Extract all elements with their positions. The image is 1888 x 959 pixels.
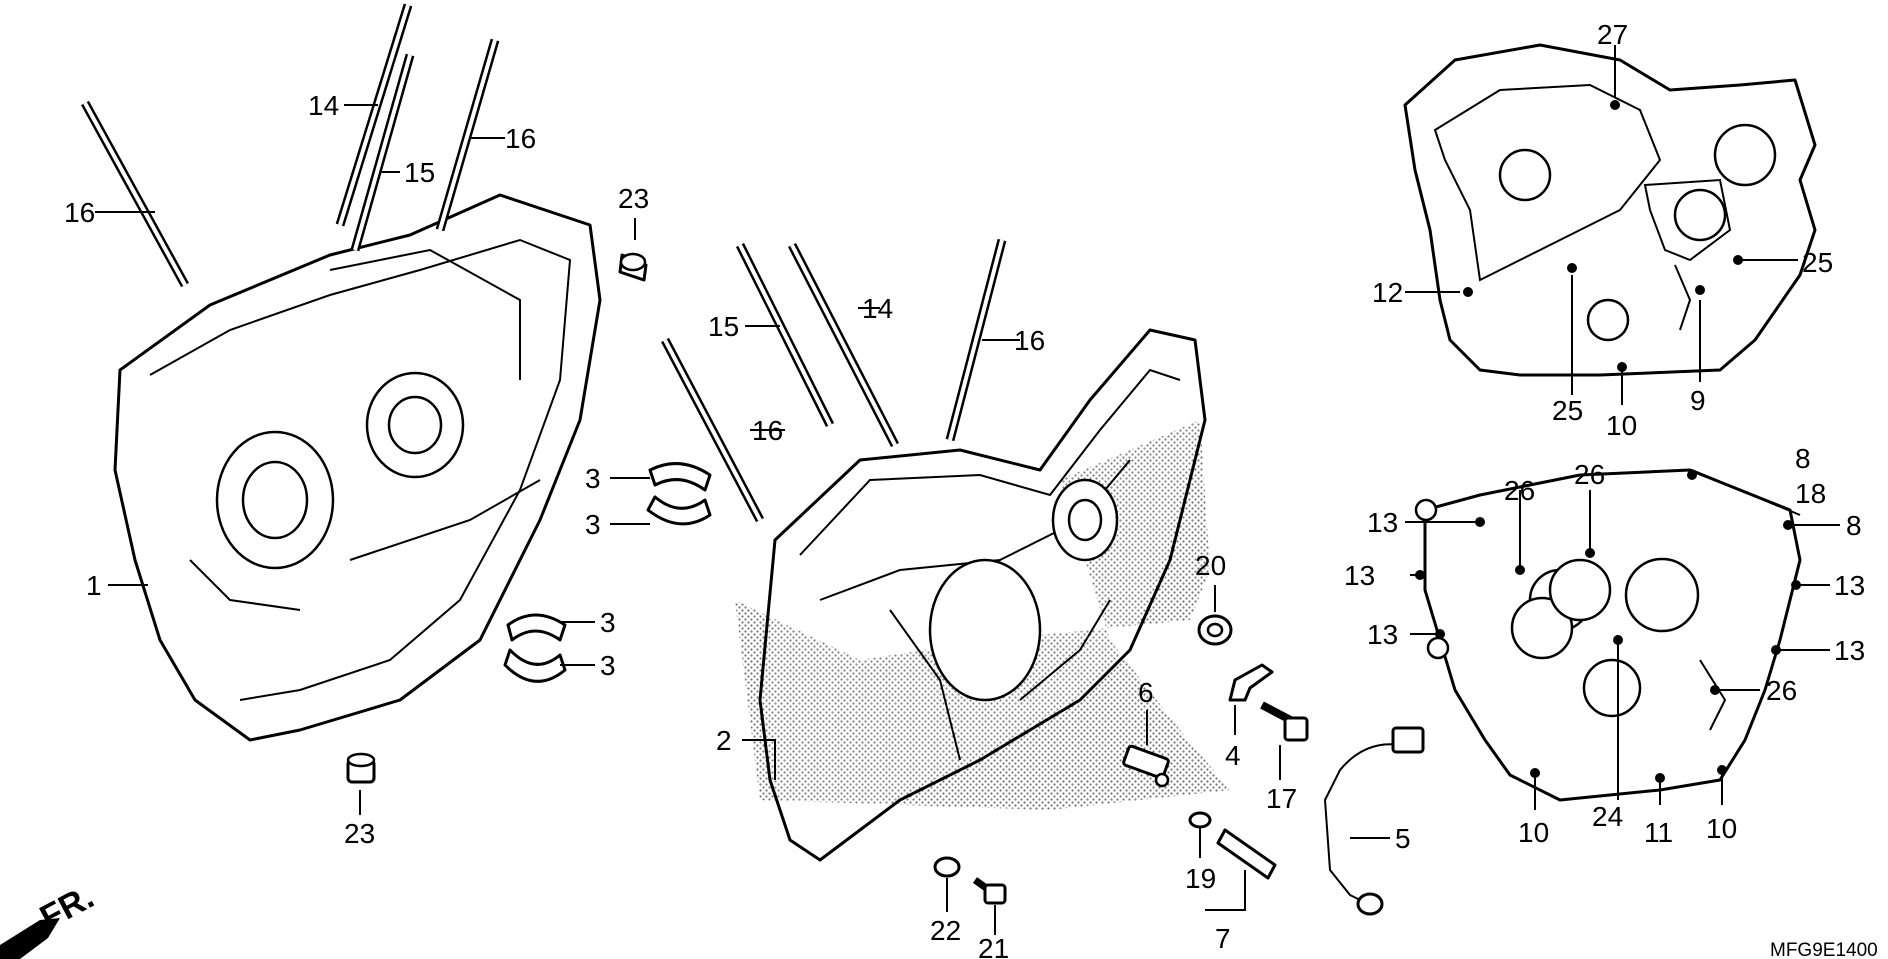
callout-3-b: 3: [585, 509, 601, 540]
crankcase-gasket-upper: [1403, 43, 1817, 377]
sensor-wire-5: [1323, 726, 1425, 916]
dowel-pin-23-upper: [618, 252, 648, 282]
callout-26-c: 26: [1766, 675, 1797, 706]
stud-bolt-16-left-upper: [435, 38, 500, 232]
callout-13-a: 13: [1367, 507, 1398, 538]
callout-10-b: 10: [1518, 817, 1549, 848]
callout-14-a: 14: [308, 90, 339, 121]
callout-4: 4: [1225, 740, 1241, 771]
callout-9: 9: [1690, 385, 1706, 416]
callout-5: 5: [1395, 823, 1411, 854]
callout-24: 24: [1592, 801, 1623, 832]
callout-27: 27: [1597, 19, 1628, 50]
callout-20: 20: [1195, 550, 1226, 581]
callout-13-b: 13: [1344, 560, 1375, 591]
callout-13-e: 13: [1834, 635, 1865, 666]
callout-19: 19: [1185, 863, 1216, 894]
callout-23-b: 23: [344, 818, 375, 849]
callout-22: 22: [930, 915, 961, 946]
stud-bolt-16-left: [81, 100, 189, 288]
sensor-7: [1216, 828, 1277, 880]
callout-12: 12: [1372, 277, 1403, 308]
callout-3-a: 3: [585, 463, 601, 494]
main-bearing-3-lower: [503, 613, 567, 683]
setting-plate-4: [1228, 663, 1274, 702]
callout-26-a: 26: [1504, 475, 1535, 506]
callout-15-a: 15: [404, 157, 435, 188]
callout-21: 21: [978, 933, 1009, 959]
crankcase-gasket-lower: [1414, 468, 1802, 802]
stud-bolt-14-right: [787, 242, 900, 448]
stud-bolt-15-right: [735, 242, 835, 428]
callout-15-b: 15: [708, 311, 739, 342]
callout-18: 18: [1795, 478, 1826, 509]
stud-bolt-14-left: [335, 3, 413, 227]
oil-pressure-switch-6: [1122, 744, 1170, 788]
callout-labels: 1 2 3 3 3 3 4 5 6 7 8 8 9 10 10 10 11 12…: [64, 19, 1865, 959]
callout-3-c: 3: [600, 607, 616, 638]
left-crankcase-half: [113, 193, 602, 742]
callout-16-c: 16: [752, 415, 783, 446]
callout-16-d: 16: [1014, 325, 1045, 356]
main-bearing-3-upper: [646, 462, 712, 526]
callout-10-a: 10: [1606, 410, 1637, 441]
callout-7: 7: [1215, 923, 1231, 954]
callout-23-a: 23: [618, 183, 649, 214]
callout-16-b: 16: [505, 123, 536, 154]
washer-19: [1188, 811, 1212, 829]
leader-lines: [95, 45, 1840, 935]
bolt-21: [972, 877, 1007, 905]
callout-3-d: 3: [600, 650, 616, 681]
callout-8-a: 8: [1795, 443, 1811, 474]
oil-seal-20: [1197, 614, 1233, 646]
washer-22: [933, 856, 961, 878]
front-direction-arrow: FR.: [0, 878, 100, 959]
stud-bolt-15-left: [350, 53, 415, 252]
bolt-17: [1260, 701, 1309, 742]
callout-26-b: 26: [1574, 459, 1605, 490]
callout-1: 1: [86, 570, 102, 601]
right-crankcase-half: [735, 328, 1230, 862]
callout-10-c: 10: [1706, 813, 1737, 844]
callout-16-a: 16: [64, 197, 95, 228]
callout-11: 11: [1644, 817, 1673, 848]
callout-25-a: 25: [1802, 247, 1833, 278]
drawing-code: MFG9E1400: [1770, 940, 1878, 959]
callout-25-b: 25: [1552, 395, 1583, 426]
callout-13-d: 13: [1834, 570, 1865, 601]
stud-bolt-16-right-left: [661, 337, 764, 523]
callout-8-b: 8: [1846, 510, 1862, 541]
callout-13-c: 13: [1367, 619, 1398, 650]
callout-14-b: 14: [862, 293, 893, 324]
callout-2: 2: [716, 725, 732, 756]
callout-17: 17: [1266, 783, 1297, 814]
dowel-pin-23-lower: [346, 752, 376, 784]
callout-6: 6: [1138, 677, 1154, 708]
stud-bolt-16-right: [945, 238, 1007, 442]
